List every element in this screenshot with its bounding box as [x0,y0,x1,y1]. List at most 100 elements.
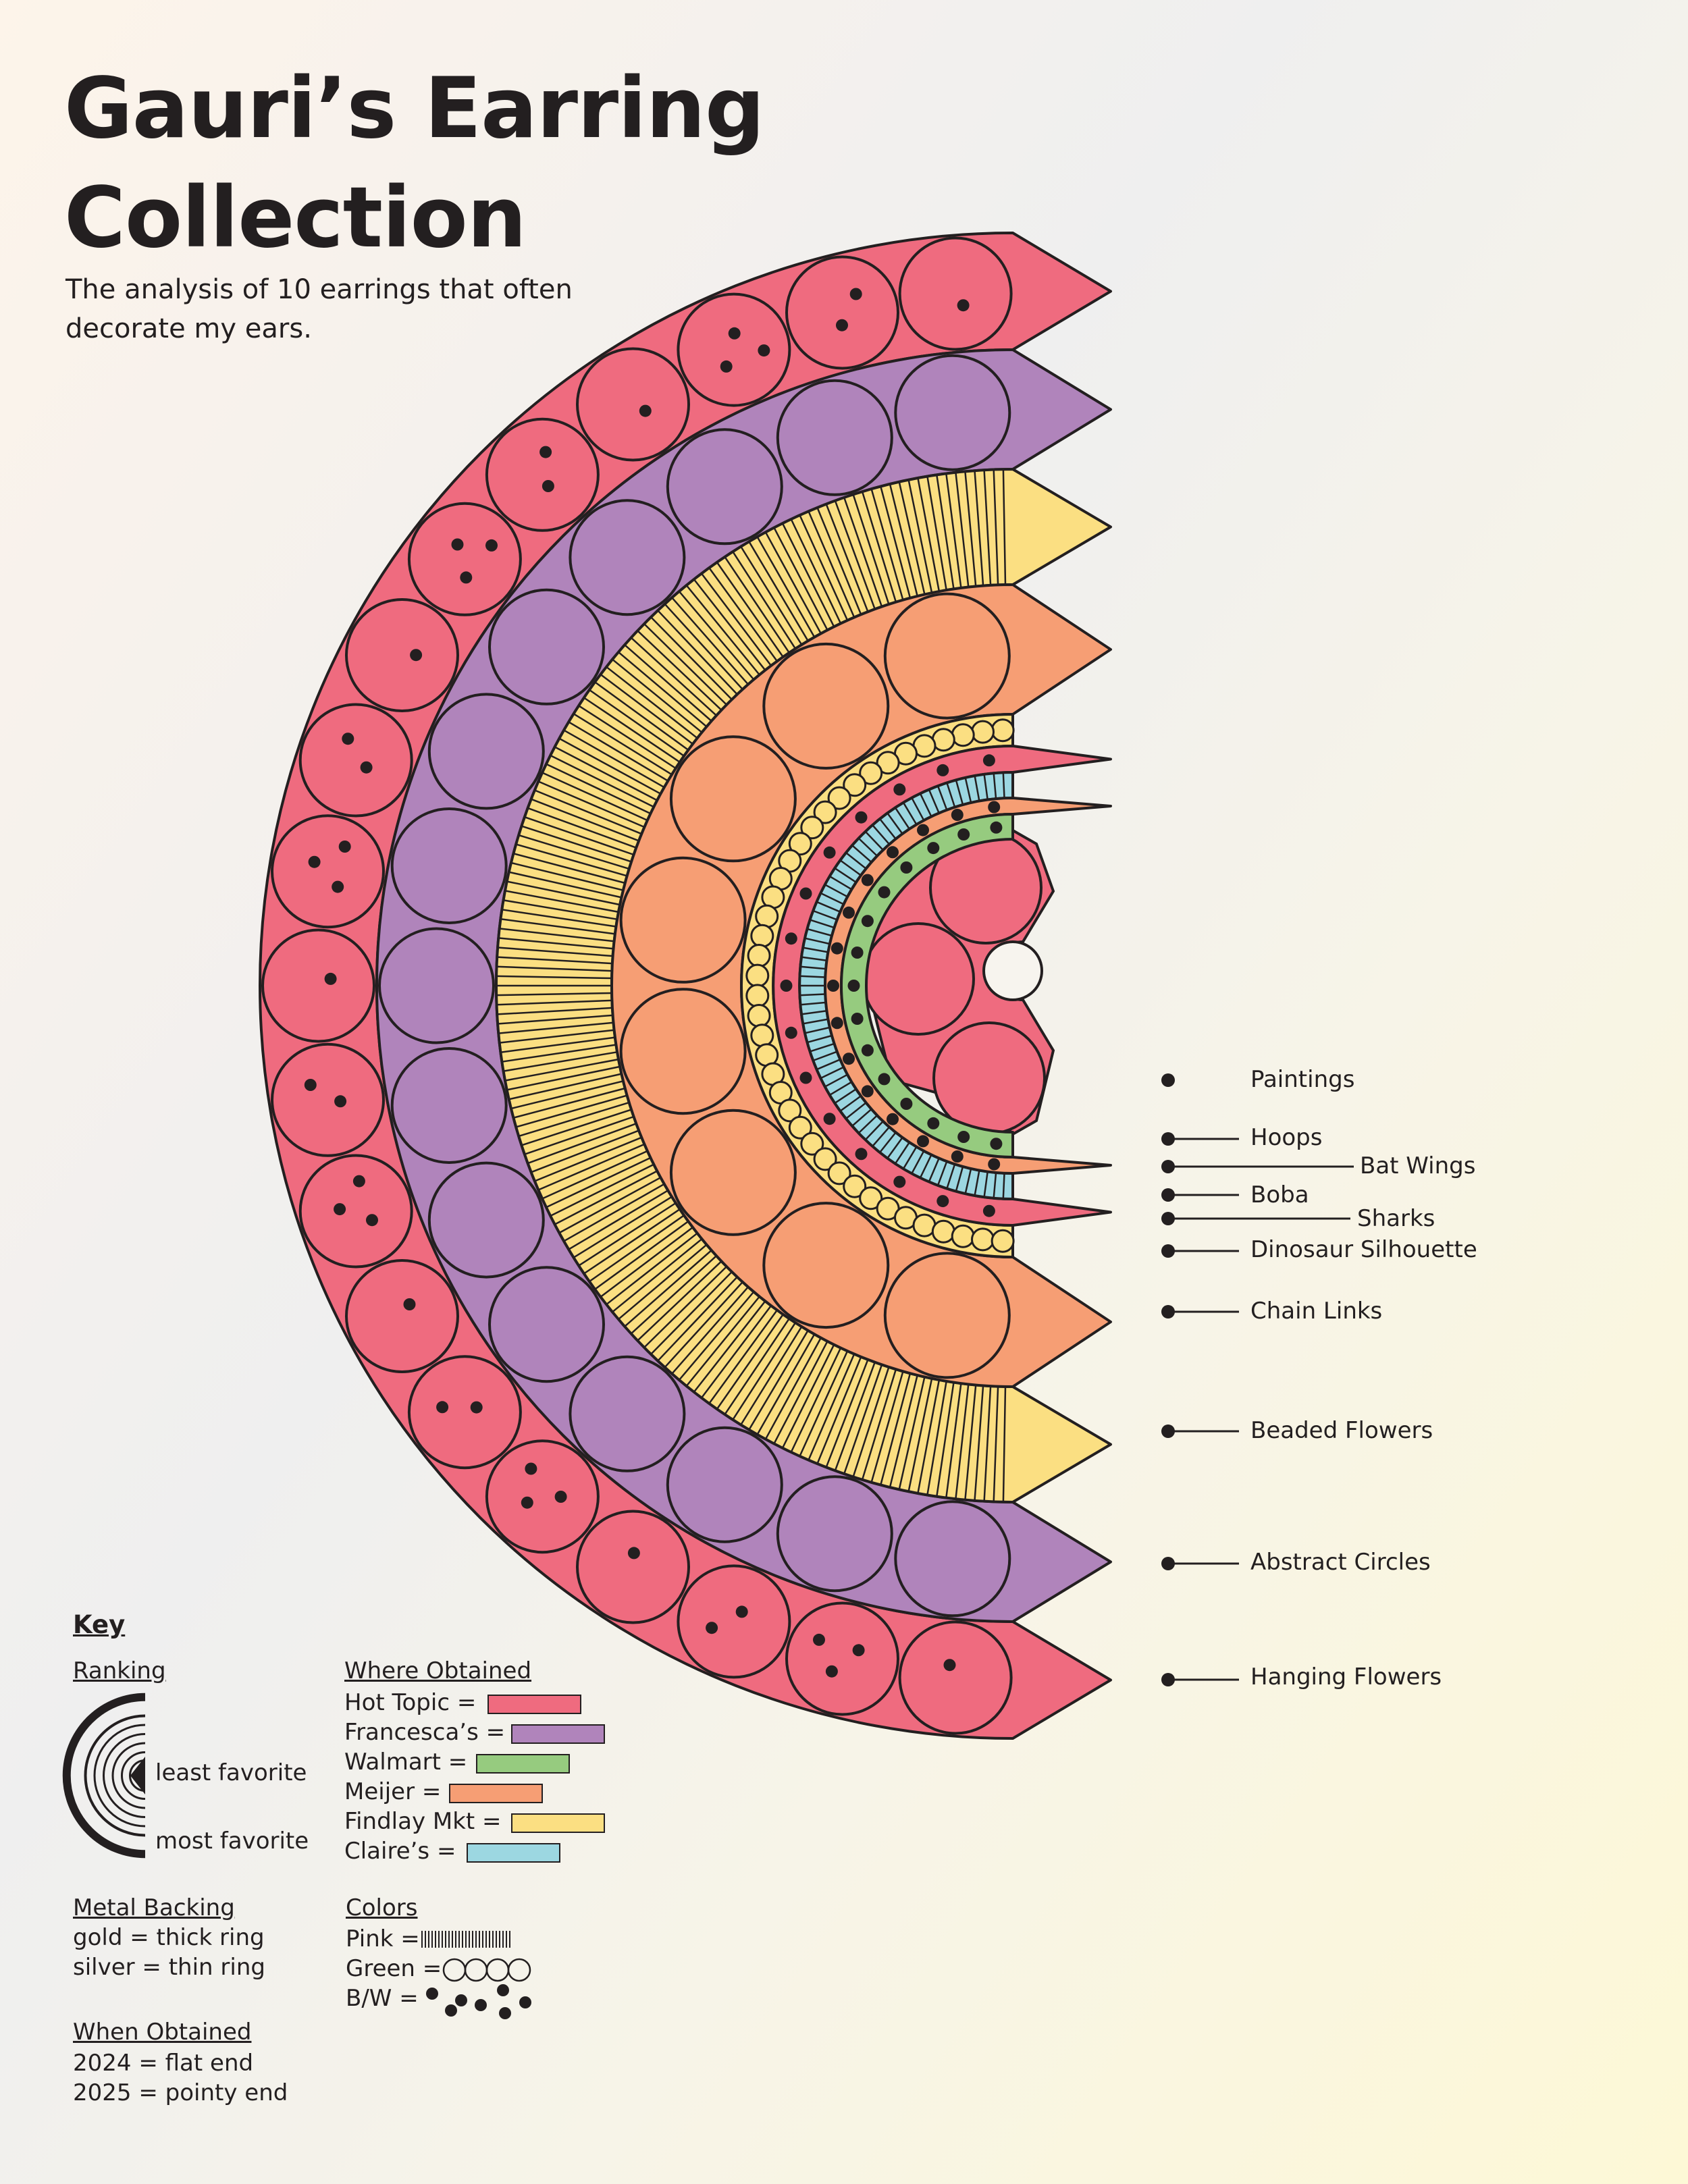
beaded-flowers-stripe [964,1385,977,1500]
chain-links-circle [669,1109,797,1236]
beaded-flowers-stripe [701,572,772,666]
beaded-flowers-stripe [606,1232,698,1306]
boba-stripe [911,1150,925,1174]
hanging-flowers-dot [852,1644,865,1657]
sharks-dot [785,932,797,945]
hoops-dot [990,821,1003,834]
beaded-flowers-stripe [732,551,797,649]
hanging-flowers-circle [677,292,791,407]
beaded-flowers-stripe [740,1326,803,1426]
beaded-flowers-stripe [515,843,628,877]
hanging-flowers-circle [271,814,385,929]
beaded-flowers-stripe [756,1333,816,1435]
beaded-flowers-stripe [637,1260,722,1341]
bw-dot [455,1994,467,2006]
bat-wings-dot [988,801,1001,814]
beaded-flowers-stripe [542,772,648,822]
hanging-flowers-dot [485,539,498,552]
label-paintings: Paintings [1250,1066,1355,1093]
hanging-flowers-dot [366,1214,378,1227]
beaded-flowers-stripe [568,721,668,782]
beaded-flowers-stripe [496,992,612,996]
hanging-flowers-circle [485,417,600,532]
beaded-flowers-stripe [732,1322,797,1420]
boba-stripe [946,782,956,807]
boba-stripe [993,1172,997,1198]
hanging-flowers-circle [485,1439,600,1554]
hanging-flowers-dot [521,1496,533,1509]
beaded-flowers-stripe [589,689,685,757]
beaded-flowers-stripe [502,909,616,928]
key-when-2025: 2025 = pointy end [73,2079,288,2106]
beaded-flowers-stripe [716,562,784,658]
beaded-flowers-stripe [498,937,614,950]
hoops-dot [847,980,860,992]
boba-stripe [807,1034,833,1044]
beaded-flowers-stripe [843,1364,883,1474]
key-least-favorite: least favorite [155,1759,307,1786]
dinosaur-silhouette-bead [788,832,812,856]
abstract-circles-circle [569,1355,686,1472]
bat-wings-dot [861,874,874,886]
sharks-dot [893,783,906,796]
boba-stripe [894,1142,910,1165]
green-bead [442,1958,467,1982]
boba-stripe [964,777,972,803]
beaded-flowers-stripe [907,479,933,593]
beaded-flowers-stripe [594,1221,689,1290]
swatch-hot-topic [487,1695,581,1714]
beaded-flowers-stripe [563,729,665,789]
hanging-flowers-circle [345,1259,459,1373]
boba-stripe [1002,772,1005,799]
beaded-flowers-stripe [643,1266,727,1348]
beaded-flowers-stripe [852,494,890,605]
beaded-flowers-stripe [504,890,619,913]
beaded-flowers-stripe [537,1143,645,1191]
beaded-flowers-stripe [550,754,654,808]
hanging-flowers-dot [539,446,552,458]
dinosaur-silhouette-bead [991,1229,1015,1253]
ranking-center [130,1757,145,1794]
chain-links-circle [762,642,890,770]
hoops-dot [957,1131,970,1143]
boba-stripe [974,775,980,801]
beaded-flowers-stripe [825,504,869,612]
beaded-flowers-stripe [799,1350,849,1457]
beaded-flowers-stripe [498,1021,614,1034]
hanging-flowers-dot [728,327,741,340]
sharks-dot [780,980,793,992]
dinosaur-silhouette-bead [843,773,867,797]
key-where-francescas: Francesca’s = [344,1719,506,1746]
beaded-flowers-stripe [870,1370,904,1483]
boba-stripe [799,975,826,978]
chart-title: Gauri’s Earring Collection [64,60,765,267]
beaded-flowers-stripe [983,1386,992,1501]
key-where-walmart: Walmart = [344,1749,468,1776]
beaded-flowers-stripe [708,1309,778,1404]
hanging-flowers-circle [898,1620,1013,1735]
label-dinosaur-silhouette: Dinosaur Silhouette [1250,1236,1477,1263]
hanging-flowers-dot [813,1633,825,1646]
boba-stripe [983,774,988,800]
swatch-meijer [449,1784,543,1803]
beaded-flowers-stripe [568,1190,668,1250]
boba-stripe [810,1042,835,1053]
beaded-flowers-stripe [578,1202,677,1267]
hoops-dot [900,861,913,874]
label-abstract-circles: Abstract Circles [1250,1549,1431,1576]
bat-wings-dot [951,809,964,821]
beaded-flowers-stripe [546,1156,652,1208]
beaded-flowers-stripe [589,1215,685,1283]
hanging-flowers-dot [410,649,423,662]
beaded-flowers-stripe [983,470,992,585]
abstract-circles-circle [666,1426,783,1543]
beaded-flowers-stripe [643,623,727,705]
dinosaur-silhouette-bead [859,1186,883,1210]
beaded-flowers-stripe [534,789,642,835]
beaded-flowers-stripe [513,853,626,884]
key-where-hot-topic: Hot Topic = [344,1689,477,1716]
boba-stripe [887,1137,903,1159]
key-when-2024: 2024 = flat end [73,2050,254,2077]
hanging-flowers-circle [407,1355,522,1470]
boba-stripe [804,1026,830,1034]
